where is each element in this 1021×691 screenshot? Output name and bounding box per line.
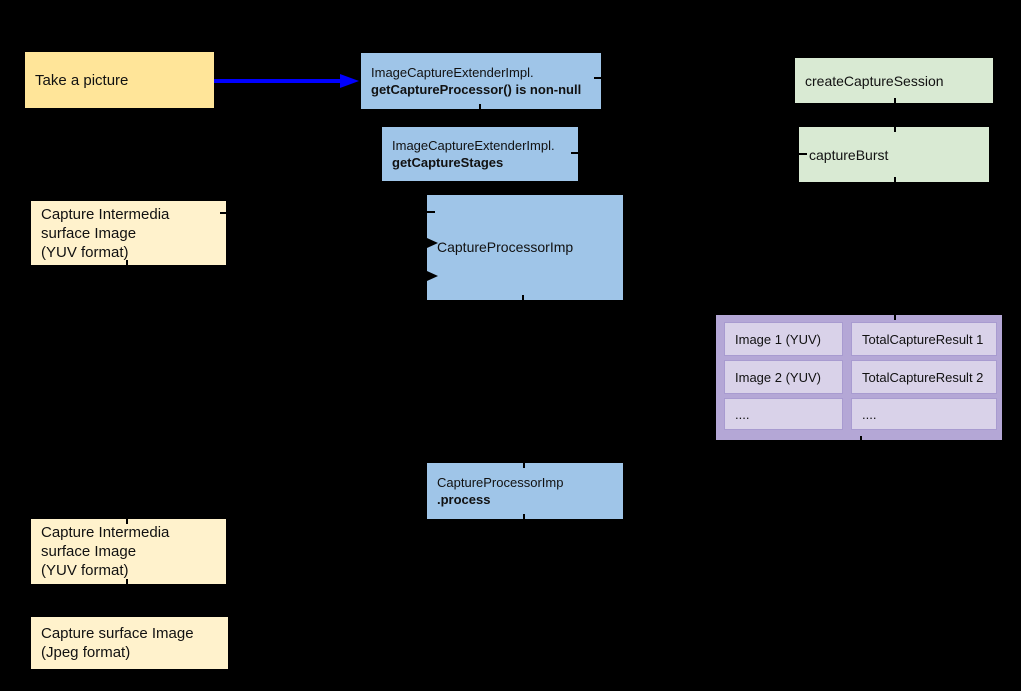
- table-cell-result-1: TotalCaptureResult 1: [851, 322, 997, 356]
- table-cell-label: TotalCaptureResult 1: [862, 331, 984, 347]
- table-cell-result-2: TotalCaptureResult 2: [851, 360, 997, 394]
- connector-arrowhead-icon: [427, 238, 438, 248]
- table-cell-label: Image 1 (YUV): [735, 331, 821, 347]
- capture-intermedia-bottom-line3: (YUV format): [41, 562, 129, 579]
- connector-tick: [522, 295, 524, 300]
- table-cell-label: Image 2 (YUV): [735, 369, 821, 385]
- get-capture-stages-line1: ImageCaptureExtenderImpl.: [392, 138, 555, 153]
- connector-tick: [126, 579, 128, 584]
- get-capture-processor-line1: ImageCaptureExtenderImpl.: [371, 65, 534, 80]
- connector-tick: [220, 212, 228, 214]
- capture-intermedia-top-line1: Capture Intermedia: [41, 205, 170, 223]
- flow-arrow-head-icon: [340, 74, 359, 88]
- flow-arrow-line: [214, 79, 342, 83]
- table-cell-label: TotalCaptureResult 2: [862, 369, 984, 385]
- connector-tick: [594, 77, 602, 79]
- capture-result-table: Image 1 (YUV) TotalCaptureResult 1 Image…: [716, 315, 1002, 440]
- get-capture-processor-line2: getCaptureProcessor() is non-null: [371, 82, 582, 97]
- table-cell-label: ....: [735, 406, 750, 422]
- connector-tick: [799, 153, 807, 155]
- process-line1: CaptureProcessorImp: [437, 475, 564, 490]
- capture-processor-imp-box: CaptureProcessorImp: [427, 195, 623, 300]
- table-cell-image-more: ....: [724, 398, 843, 430]
- table-cell-label: ....: [862, 406, 877, 422]
- capture-intermedia-bottom-line2: surface Image: [41, 543, 137, 560]
- connector-tick: [894, 177, 896, 182]
- capture-intermedia-top-line3: (YUV format): [41, 243, 129, 261]
- create-capture-session-label: createCaptureSession: [805, 72, 944, 89]
- connector-tick: [894, 98, 896, 103]
- connector-tick: [571, 152, 579, 154]
- capture-surface-jpeg-line1: Capture surface Image: [41, 625, 194, 642]
- capture-intermedia-bottom-line1: Capture Intermedia: [41, 524, 170, 541]
- connector-tick: [427, 211, 435, 213]
- capture-intermedia-top-line2: surface Image: [41, 224, 137, 242]
- connector-tick: [894, 127, 896, 132]
- capture-burst-box: captureBurst: [799, 127, 989, 182]
- get-capture-processor-box: ImageCaptureExtenderImpl. getCaptureProc…: [361, 53, 601, 109]
- process-box: CaptureProcessorImp .process: [427, 463, 623, 519]
- connector-tick: [523, 514, 525, 519]
- table-cell-image-1: Image 1 (YUV): [724, 322, 843, 356]
- get-capture-stages-line2: getCaptureStages: [392, 155, 504, 170]
- connector-arrowhead-icon: [427, 271, 438, 281]
- create-capture-session-box: createCaptureSession: [795, 58, 993, 103]
- connector-tick: [126, 519, 128, 524]
- get-capture-stages-box: ImageCaptureExtenderImpl. getCaptureStag…: [382, 127, 578, 181]
- capture-processor-imp-label: CaptureProcessorImp: [437, 239, 574, 255]
- table-cell-image-2: Image 2 (YUV): [724, 360, 843, 394]
- connector-tick: [479, 104, 481, 109]
- capture-surface-jpeg-line2: (Jpeg format): [41, 644, 131, 661]
- connector-tick: [894, 315, 896, 320]
- capture-intermedia-top-box: Capture Intermedia surface Image (YUV fo…: [31, 201, 226, 265]
- process-line2: .process: [437, 492, 491, 507]
- take-picture-box: Take a picture: [25, 52, 214, 108]
- take-picture-label: Take a picture: [35, 71, 129, 89]
- capture-intermedia-bottom-box: Capture Intermedia surface Image (YUV fo…: [31, 519, 226, 584]
- capture-burst-label: captureBurst: [809, 146, 889, 163]
- connector-tick: [126, 260, 128, 265]
- table-cell-result-more: ....: [851, 398, 997, 430]
- connector-tick: [860, 436, 862, 441]
- capture-surface-jpeg-box: Capture surface Image (Jpeg format): [31, 617, 228, 669]
- connector-tick: [523, 463, 525, 468]
